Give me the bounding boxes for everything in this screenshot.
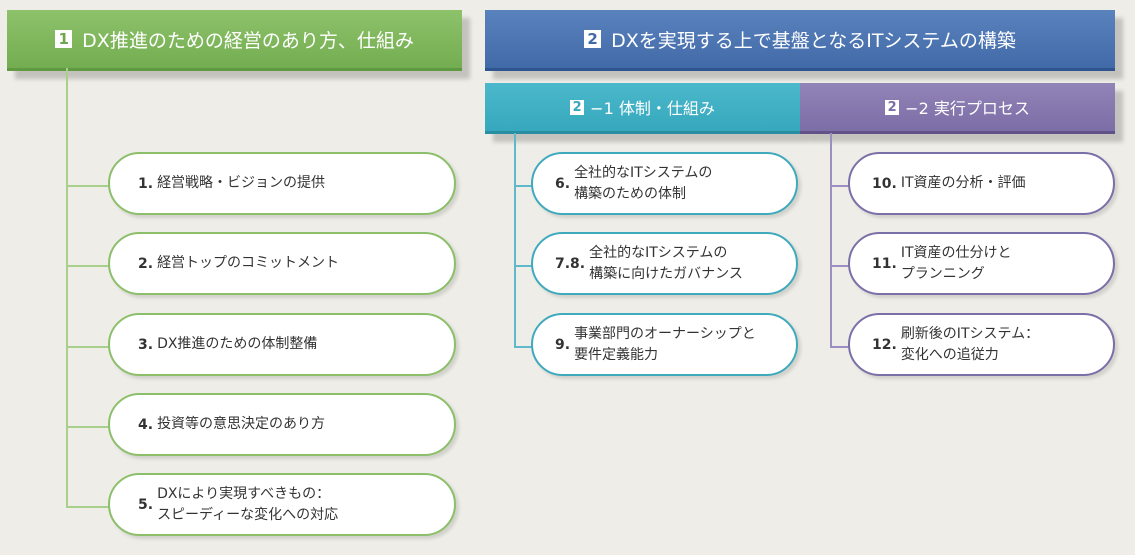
connector-line [66,426,110,428]
item-label-line: 構築のための体制 [574,185,687,202]
item-number: 6. [555,175,571,192]
item-label: IT資産の分析・評価 [901,173,1026,194]
section2-title: DXを実現する上で基盤となるITシステムの構築 [611,29,1016,52]
connector-line [830,265,850,267]
connector-line [66,346,110,348]
subsection-2-2-header: 2 −2 実行プロセス [800,83,1115,134]
connector-line [66,68,68,506]
item-label: 経営トップのコミットメント [157,253,339,274]
connector-line [514,346,533,348]
item-number: 3. [138,336,154,353]
item-label-line: IT資産の仕分けと [900,244,1012,261]
connector-line [830,133,832,346]
item-label-line: 全社的なITシステムの [589,244,728,261]
item-label: DXにより実現すべきもの： スピーディーな変化への対応 [157,484,338,526]
item-label-line: DX推進のための体制整備 [157,336,318,352]
item-number: 12. [872,336,897,353]
item-label-line: DXにより実現すべきもの： [157,485,331,502]
item-label: IT資産の仕分けとプランニング [901,243,1012,285]
section1-number: 1 [55,30,73,48]
item-label-line: 事業部門のオーナーシップと [574,325,756,342]
item-label: 経営戦略・ビジョンの提供 [157,173,325,194]
item-label-line: プランニング [900,265,985,282]
item-label-line: 全社的なITシステムの [574,164,713,181]
connector-line [514,265,533,267]
subsection-title: −2 実行プロセス [905,99,1030,118]
item-pill: 4.投資等の意思決定のあり方 [108,393,456,456]
item-number: 2. [138,255,154,272]
item-label-line: 経営トップのコミットメント [157,255,340,271]
connector-line [830,346,850,348]
item-number: 1. [138,175,154,192]
item-number: 11. [872,255,897,272]
item-label-line: 変化への追従力 [900,346,999,363]
item-label: DX推進のための体制整備 [157,334,317,355]
item-label-line: 経営戦略・ビジョンの提供 [157,175,326,191]
item-pill: 9.事業部門のオーナーシップと要件定義能力 [531,313,798,376]
item-pill: 10.IT資産の分析・評価 [848,152,1115,215]
section2-header: 2 DXを実現する上で基盤となるITシステムの構築 [485,10,1115,71]
item-label: 全社的なITシステムの構築のための体制 [574,163,712,205]
item-pill: 7.8.全社的なITシステムの構築に向けたガバナンス [531,232,798,295]
item-label: 事業部門のオーナーシップと要件定義能力 [574,324,756,366]
item-pill: 6.全社的なITシステムの構築のための体制 [531,152,798,215]
item-label: 刷新後のITシステム： 変化への追従力 [901,324,1039,366]
section1-header: 1 DX推進のための経営のあり方、仕組み [7,10,462,71]
item-label-line: スピーディーな変化への対応 [157,506,339,523]
item-number: 7.8. [555,255,586,272]
section1-title: DX推進のための経営のあり方、仕組み [82,29,414,52]
item-pill: 5.DXにより実現すべきもの： スピーディーな変化への対応 [108,473,456,536]
subsection-2-1-header: 2 −1 体制・仕組み [485,83,800,134]
item-label-line: 刷新後のITシステム： [900,325,1040,342]
item-pill: 12.刷新後のITシステム： 変化への追従力 [848,313,1115,376]
item-pill: 3.DX推進のための体制整備 [108,313,456,376]
item-number: 5. [138,496,154,513]
connector-line [830,185,850,187]
item-label-line: IT資産の分析・評価 [900,175,1026,191]
connector-line [514,185,533,187]
item-label-line: 投資等の意思決定のあり方 [157,416,326,432]
subsection-title: −1 体制・仕組み [590,99,715,118]
item-number: 4. [138,416,154,433]
item-label: 投資等の意思決定のあり方 [157,414,325,435]
item-number: 9. [555,336,571,353]
item-label-line: 要件定義能力 [574,346,659,363]
item-number: 10. [872,175,897,192]
section2-number: 2 [584,30,602,48]
connector-line [66,506,110,508]
connector-line [66,265,110,267]
connector-line [514,133,516,346]
item-pill: 2.経営トップのコミットメント [108,232,456,295]
subsection-number: 2 [570,99,585,115]
item-pill: 11.IT資産の仕分けとプランニング [848,232,1115,295]
item-label-line: 構築に向けたガバナンス [589,265,743,282]
subsection-number: 2 [885,99,900,115]
connector-line [66,185,110,187]
item-label: 全社的なITシステムの構築に向けたガバナンス [589,243,743,285]
item-pill: 1.経営戦略・ビジョンの提供 [108,152,456,215]
